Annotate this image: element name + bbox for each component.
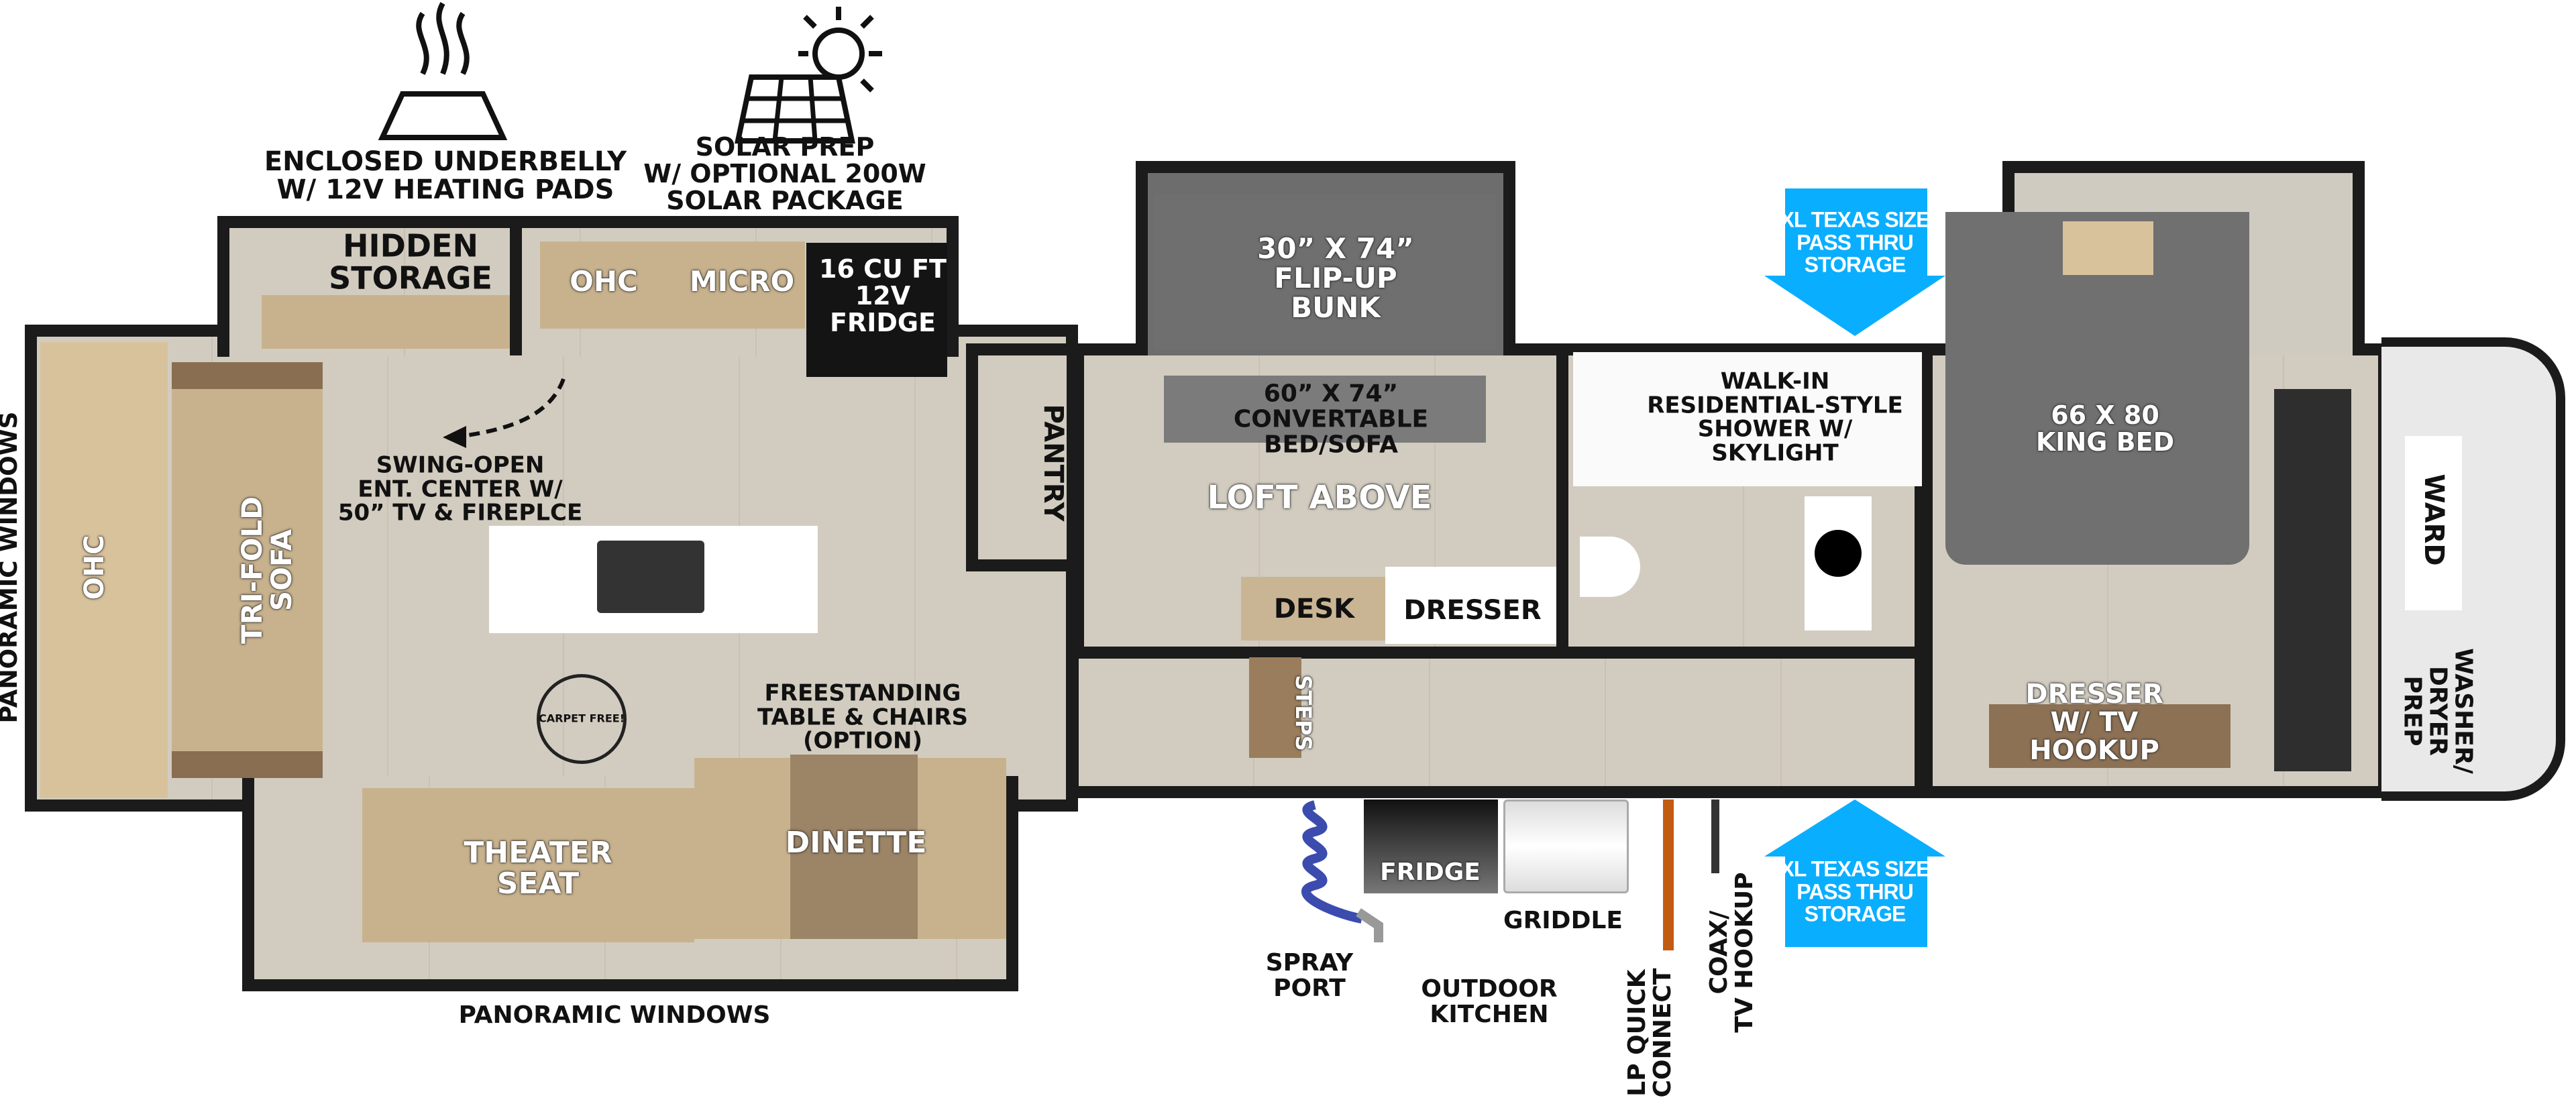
steps	[1249, 657, 1301, 758]
dresser-loft	[1385, 567, 1556, 644]
freestanding-table-label: FREESTANDING TABLE & CHAIRS (OPTION)	[757, 679, 969, 755]
steps-label: STEPS	[1290, 675, 1316, 751]
pantry-label: PANTRY	[1038, 404, 1069, 522]
pass-thru-storage-bottom-label: XL TEXAS SIZE PASS THRU STORAGE	[1780, 856, 1931, 926]
wardrobe	[2405, 436, 2462, 610]
carpet-free-badge	[537, 674, 627, 764]
bedroom-dresser	[1989, 704, 2231, 768]
left-ohc-label: OHC	[79, 535, 110, 600]
tri-fold-sofa	[172, 362, 323, 778]
closet-doors	[2274, 389, 2351, 771]
desk-label: DESK	[1273, 594, 1355, 624]
washer-dryer-label: WASHER/ DRYER PREP	[2399, 648, 2477, 774]
convertable-bed-label: 60” X 74” CONVERTABLE BED/SOFA	[1233, 380, 1429, 458]
swing-arrow-icon	[443, 378, 566, 448]
loft-above-label: LOFT ABOVE	[1207, 478, 1432, 516]
spray-port-label: SPRAY PORT	[1265, 949, 1354, 1002]
desk	[1241, 577, 1385, 641]
hallway	[1067, 647, 1927, 798]
outdoor-kitchen-label: OUTDOOR KITCHEN	[1421, 975, 1558, 1028]
tri-fold-sofa-label: TRI-FOLD SOFA	[235, 496, 298, 645]
coax-tv-hookup-label: COAX/ TV HOOKUP	[1705, 872, 1758, 1033]
lp-hose	[1663, 799, 1674, 950]
spray-port-hose-icon	[1301, 800, 1383, 942]
griddle	[1503, 799, 1629, 893]
shower	[1573, 352, 1922, 486]
swing-open-label: SWING-OPEN ENT. CENTER W/ 50” TV & FIREP…	[337, 451, 583, 527]
lp-quick-connect-label: LP QUICK CONNECT	[1623, 968, 1676, 1098]
microwave-label: MICRO	[689, 264, 795, 298]
shower-label: WALK-IN RESIDENTIAL-STYLE SHOWER W/ SKYL…	[1647, 368, 1903, 467]
dinette-table	[790, 755, 918, 939]
king-bed-label: 66 X 80 KING BED	[2035, 400, 2175, 457]
griddle-label: GRIDDLE	[1503, 907, 1623, 935]
theater-seat	[362, 788, 694, 942]
kitchen-ohc	[540, 241, 805, 329]
ward-label: WARD	[2418, 474, 2449, 566]
washer-icon	[1805, 496, 1872, 630]
dinette-label: DINETTE	[785, 825, 927, 860]
carpet-free-label: CARPET FREE!	[539, 712, 625, 725]
fridge-12v-label: 16 CU FT 12V FRIDGE	[819, 254, 947, 337]
kitchen-ohc-label: OHC	[570, 264, 638, 298]
dresser-tv-label: DRESSER W/ TV HOOKUP	[2025, 679, 2163, 766]
pass-thru-storage-top-label: XL TEXAS SIZE PASS THRU STORAGE	[1780, 207, 1931, 277]
pillow	[2063, 221, 2153, 275]
convertable-sofa	[1164, 376, 1486, 443]
outdoor-fridge	[1364, 799, 1498, 893]
dresser-loft-label: DRESSER	[1403, 595, 1542, 626]
toilet-icon	[1580, 537, 1640, 597]
coax-cable	[1711, 799, 1719, 873]
kitchen-divider-wall	[510, 221, 522, 355]
left-ohc	[40, 342, 168, 798]
bunk-mattress	[1154, 195, 1496, 349]
theater-seat-label: THEATER SEAT	[464, 835, 612, 901]
pass-thru-arrow-down-icon	[1764, 188, 1945, 336]
underbelly-feature-label: ENCLOSED UNDERBELLY W/ 12V HEATING PADS	[264, 146, 627, 205]
sink-icon	[597, 541, 704, 613]
heating-pads-icon	[378, 2, 508, 140]
panoramic-windows-left-label: PANORAMIC WINDOWS	[0, 411, 23, 724]
solar-panel-icon	[735, 7, 882, 144]
hidden-storage-label: HIDDEN STORAGE	[329, 227, 492, 296]
outdoor-fridge-label: FRIDGE	[1380, 859, 1481, 887]
panoramic-windows-bottom-label: PANORAMIC WINDOWS	[458, 1001, 771, 1030]
bunk-label: 30” X 74” FLIP-UP BUNK	[1257, 231, 1414, 325]
hidden-storage-cabinet	[262, 295, 510, 349]
pass-thru-arrow-up-icon	[1764, 799, 1945, 947]
fridge-12v	[806, 243, 947, 377]
solar-feature-label: SOLAR PREP W/ OPTIONAL 200W SOLAR PACKAG…	[643, 132, 926, 215]
